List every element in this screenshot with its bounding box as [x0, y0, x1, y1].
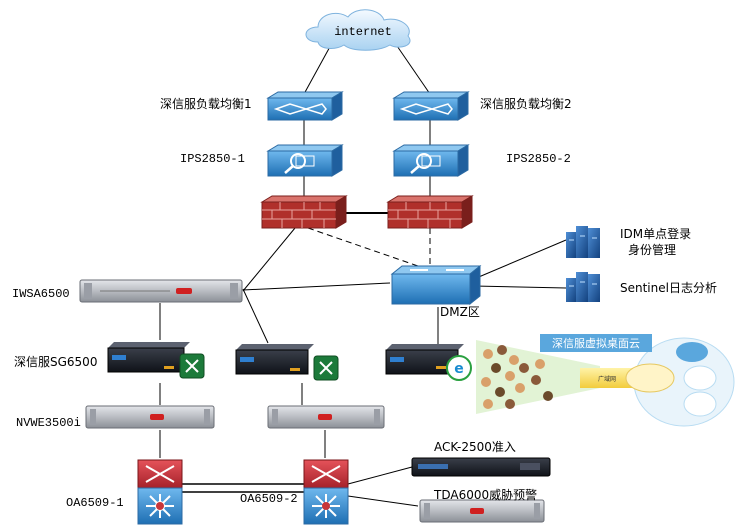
internet-label: internet [334, 25, 392, 39]
load-balancer-2-icon [392, 91, 470, 121]
sg6500-label: 深信服SG6500 [14, 355, 97, 369]
vdc-banner-label: 深信服虚拟桌面云 [552, 336, 640, 350]
sentinel-server-icon [566, 272, 600, 302]
load-balancer-1-icon [266, 91, 344, 121]
oa6509-1-switch-icon [137, 459, 183, 525]
oa6509-2-label: OA6509-2 [240, 492, 298, 506]
nvwe-device-1-icon [85, 405, 215, 429]
dmz-appliance-icon [385, 344, 464, 375]
oa6509-1-label: OA6509-1 [66, 496, 124, 510]
sg6500-device-2-icon [235, 344, 339, 381]
tda-device-icon [419, 499, 545, 523]
ips-1-icon [266, 144, 344, 177]
idm-server-icon [566, 226, 600, 258]
ack-label: ACK-2500准入 [434, 440, 516, 454]
connection-lines [159, 42, 567, 507]
oa6509-2-switch-icon [303, 459, 349, 525]
load-balancer-2-label: 深信服负载均衡2 [480, 97, 572, 111]
dmz-switch-icon [390, 264, 482, 306]
iwsa-label: IWSA6500 [12, 287, 70, 301]
load-balancer-1-label: 深信服负载均衡1 [160, 97, 252, 111]
nvwe-device-2-icon [267, 405, 385, 429]
firewall-1-icon [260, 195, 348, 229]
sentinel-label: Sentinel日志分析 [620, 281, 717, 295]
tda-label: TDA6000威胁预警 [433, 487, 537, 502]
nvwe-label: NVWE3500i [16, 416, 81, 430]
svg-text:e: e [454, 361, 464, 377]
ips-1-label: IPS2850-1 [180, 152, 245, 166]
firewall-2-icon [386, 195, 474, 229]
internet-cloud-icon: internet [305, 9, 411, 51]
sg6500-device-1-icon [107, 342, 205, 379]
dmz-label: DMZ区 [440, 305, 480, 319]
ips-2-label: IPS2850-2 [506, 152, 571, 166]
svg-text:广域网: 广域网 [598, 375, 616, 383]
ack-device-icon [411, 457, 551, 477]
idm-label-line2: 身份管理 [628, 242, 676, 257]
vdc-cloud-graphic: e 广域网 深信服虚拟桌面云 [446, 334, 735, 427]
idm-label-line1: IDM单点登录 [620, 226, 691, 241]
user-avatars [481, 345, 553, 409]
ips-2-icon [392, 144, 470, 177]
iwsa-device-icon [79, 279, 243, 303]
